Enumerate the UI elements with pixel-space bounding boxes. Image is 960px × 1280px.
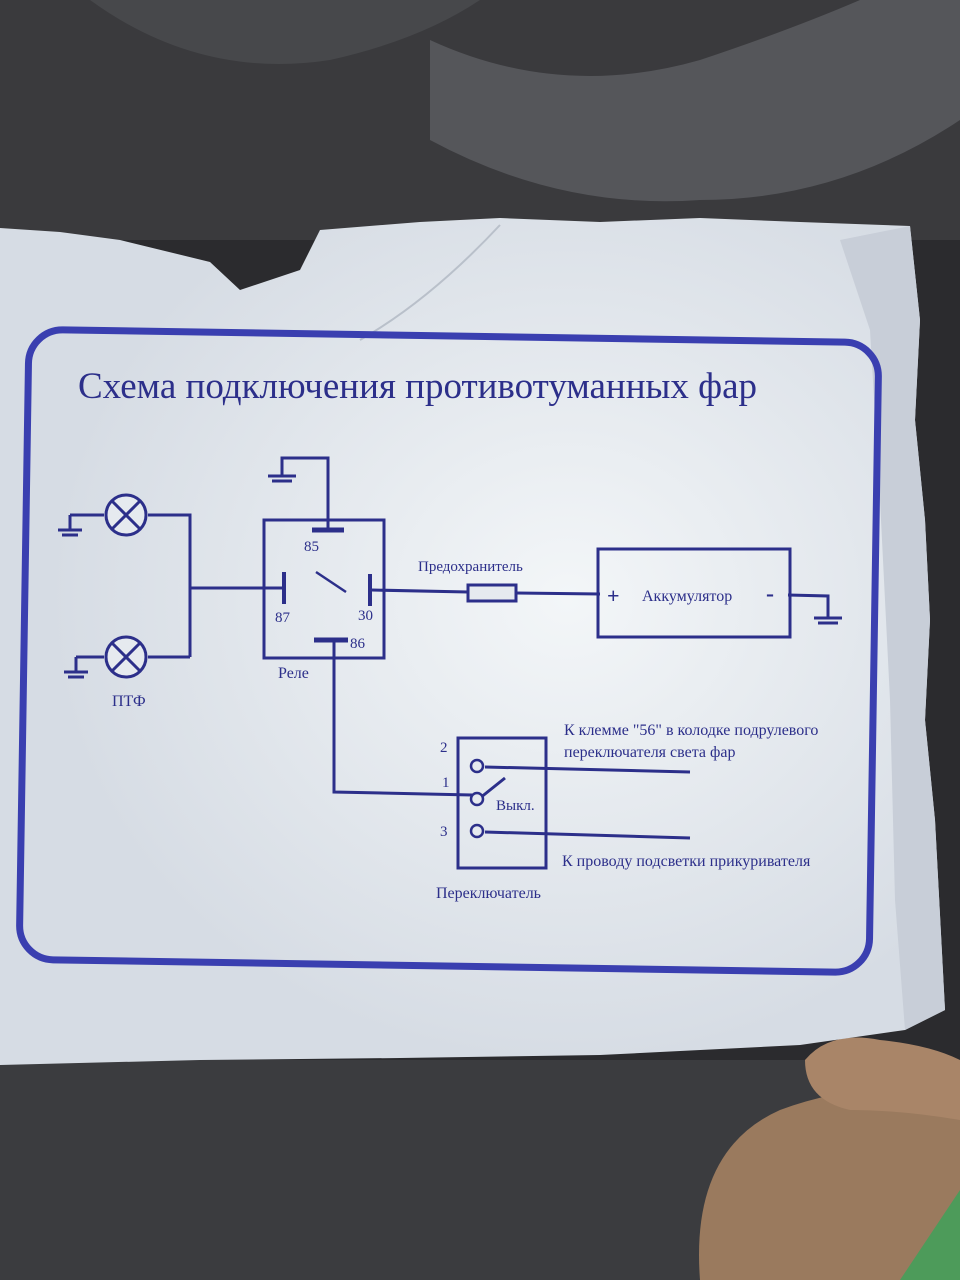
ground-symbol-lamp-bottom (64, 657, 88, 679)
relay (262, 518, 386, 660)
ground-symbol-relay (268, 474, 296, 483)
fog-lamps-label: ПТФ (112, 693, 146, 710)
fuse-label: Предохранитель (418, 559, 523, 575)
relay-pin-85: 85 (304, 539, 319, 555)
ground-symbol-lamp-top (58, 515, 82, 537)
fog-lamp-bottom-icon (104, 635, 148, 679)
relay-pin-86: 86 (350, 636, 366, 652)
switch (456, 736, 548, 870)
hand (699, 1037, 960, 1280)
battery-minus: - (766, 581, 774, 607)
relay-pin-87: 87 (275, 610, 291, 626)
fuse-icon (466, 583, 518, 603)
battery (596, 547, 792, 639)
switch-pin-2: 2 (440, 740, 448, 756)
switch-label: Переключатель (436, 885, 541, 902)
fog-lamp-top-icon (104, 493, 148, 537)
ground-symbol-battery (814, 616, 842, 625)
battery-label: Аккумулятор (642, 588, 732, 605)
relay-label: Реле (278, 665, 309, 682)
note-lighter-backlight: К проводу подсветки прикуривателя (562, 853, 811, 870)
switch-pin-3: 3 (440, 824, 448, 840)
diagram-title: Схема подключения противотуманных фар (78, 366, 757, 407)
battery-plus: + (607, 583, 620, 608)
diagram-frame (16, 326, 882, 976)
note-terminal-56-line1: К клемме "56" в колодке подрулевого (564, 722, 818, 739)
relay-pin-30: 30 (358, 608, 373, 624)
wiring (70, 456, 830, 840)
paper-sheet (0, 218, 945, 1065)
note-terminal-56-line2: переключателя света фар (564, 744, 735, 761)
switch-pin-1: 1 (442, 775, 450, 791)
switch-off-label: Выкл. (496, 798, 535, 814)
